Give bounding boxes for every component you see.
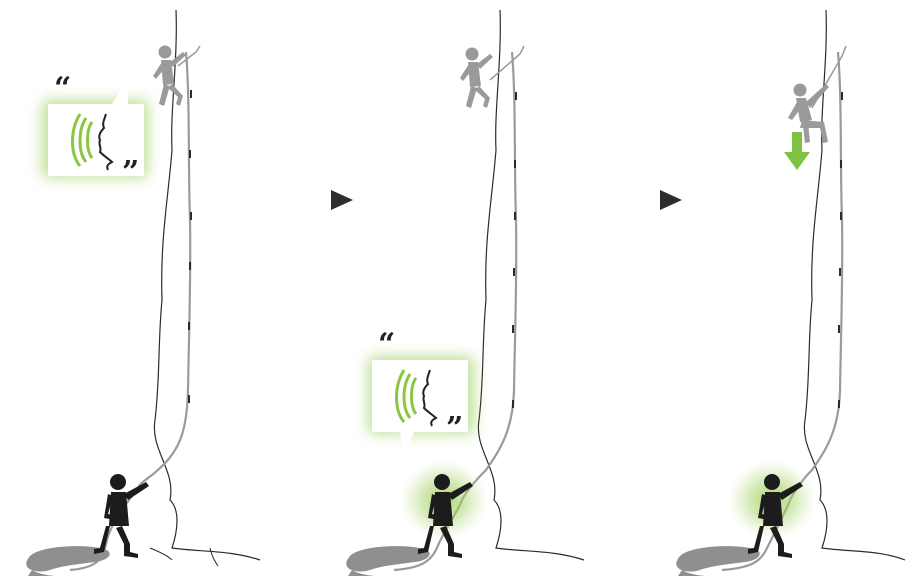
ground-shadow [346,546,429,576]
climber-figure [460,48,493,109]
panel-3 [676,10,905,576]
speech-bubble-icon [368,327,474,456]
rock-face [478,10,584,560]
play-triangle-icon [660,190,682,210]
panel-2 [346,10,584,576]
climber-figure [153,46,186,107]
anchor-line [490,46,524,80]
rock-face [154,10,260,560]
panel-1 [26,10,260,576]
speech-bubble-icon [42,71,148,190]
belayer-figure [94,474,149,558]
ground-shadow [676,546,759,576]
play-triangle-icon [331,190,353,210]
